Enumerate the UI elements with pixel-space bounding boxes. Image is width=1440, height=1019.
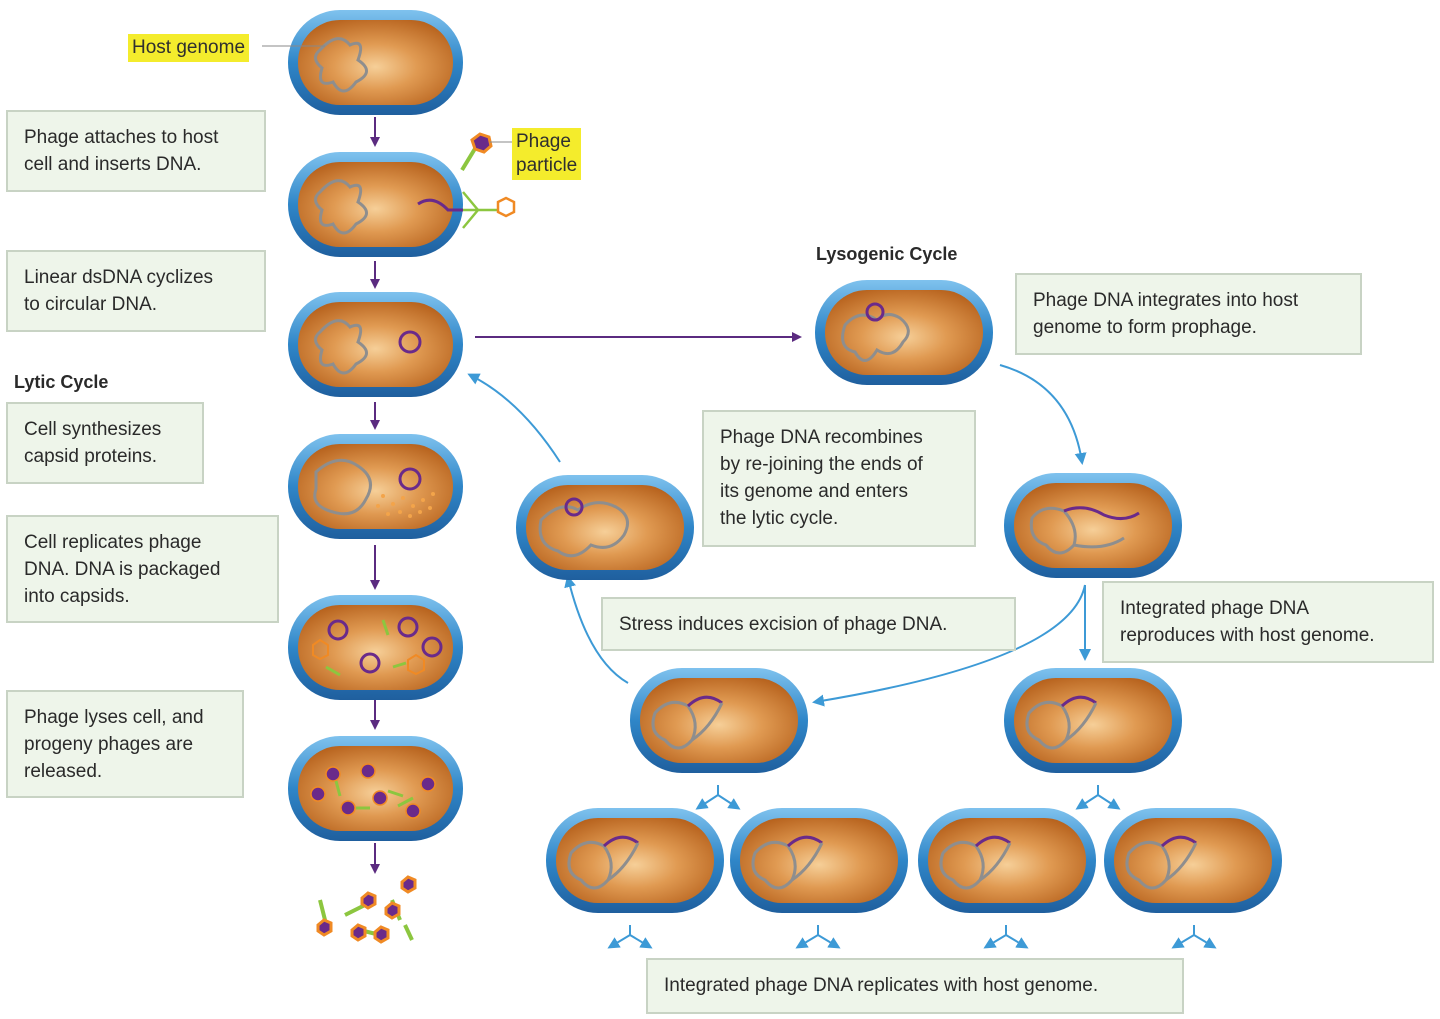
- step-reproduces: Integrated phage DNA reproduces with hos…: [1102, 581, 1434, 663]
- split-arrow-b2: [795, 925, 841, 949]
- step-lyse: Phage lyses cell, and progeny phages are…: [6, 690, 244, 798]
- cell-phage-attach: [288, 152, 516, 257]
- split-arrow-left: [695, 785, 741, 810]
- cell-bottom-2: [730, 808, 908, 913]
- lytic-cycle-title: Lytic Cycle: [14, 372, 109, 392]
- cell-recombine: [516, 475, 694, 580]
- phage-particle-label: Phage particle: [512, 128, 582, 180]
- step-attach: Phage attaches to host cell and inserts …: [6, 110, 266, 192]
- lysogenic-cycle-title: Lysogenic Cycle: [816, 244, 958, 264]
- arrow-stress-left: [812, 584, 1086, 707]
- host-genome-label: Host genome: [128, 34, 250, 62]
- cell-initial: [288, 10, 463, 115]
- released-phages: [316, 875, 417, 944]
- split-arrow-right: [1075, 785, 1121, 810]
- cell-lyses: [288, 736, 463, 841]
- cell-bottom-3: [918, 808, 1096, 913]
- arrow-excision-up: [564, 575, 629, 684]
- circular-phage-dna: [398, 330, 422, 354]
- arrow-recombine-up: [467, 373, 561, 463]
- step-recombine: Phage DNA recombines by re-joining the e…: [702, 410, 976, 547]
- cell-bottom-4: [1104, 808, 1282, 913]
- cell-replicates: [288, 595, 463, 700]
- cell-excision: [630, 668, 808, 773]
- step-cyclize: Linear dsDNA cyclizes to circular DNA.: [6, 250, 266, 332]
- injected-phage-dna: [417, 198, 463, 212]
- lysogenic-arrows: [467, 364, 1217, 949]
- free-phage-particle: [460, 132, 512, 172]
- host-genome-dna: [314, 37, 368, 93]
- cell-integrated: [1004, 473, 1182, 578]
- step-synthesize: Cell synthesizes capsid proteins.: [6, 402, 204, 484]
- cell-reproduces: [1004, 668, 1182, 773]
- split-arrow-b4: [1171, 925, 1217, 949]
- split-arrow-b3: [983, 925, 1029, 949]
- step-replicate: Cell replicates phage DNA. DNA is packag…: [6, 515, 279, 623]
- lytic-arrows: [370, 117, 802, 874]
- step-stress: Stress induces excision of phage DNA.: [601, 597, 1016, 651]
- cell-prophage: [815, 280, 993, 385]
- cell-bottom-1: [546, 808, 724, 913]
- step-replicates-bottom: Integrated phage DNA replicates with hos…: [646, 958, 1184, 1014]
- capsid-protein-dots: [376, 492, 435, 518]
- arrow-prophage-down: [999, 364, 1087, 465]
- cell-synthesizes: [288, 434, 463, 539]
- split-arrow-b1: [607, 925, 653, 949]
- attached-phage: [462, 191, 516, 229]
- step-integrate: Phage DNA integrates into host genome to…: [1015, 273, 1362, 355]
- cell-circular-dna: [288, 292, 463, 397]
